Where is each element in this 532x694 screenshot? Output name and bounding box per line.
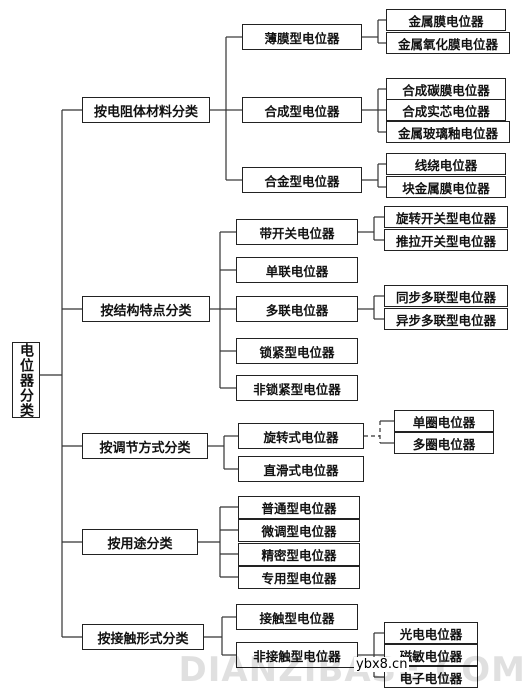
node-non-locking: 非锁紧型电位器 bbox=[236, 375, 358, 401]
group-structure: 按结构特点分类 bbox=[82, 296, 210, 322]
root-node: 电位器分类 bbox=[12, 342, 40, 418]
leaf-carbon-film: 合成碳膜电位器 bbox=[386, 78, 506, 100]
leaf-push-pull-switch: 推拉开关型电位器 bbox=[384, 229, 508, 251]
group-contact: 按接触形式分类 bbox=[82, 624, 204, 650]
leaf-metal-film: 金属膜电位器 bbox=[386, 9, 506, 31]
node-rotary: 旋转式电位器 bbox=[238, 423, 364, 449]
leaf-single-turn: 单圈电位器 bbox=[394, 410, 494, 432]
leaf-wirewound: 线绕电位器 bbox=[386, 153, 506, 175]
leaf-bulk-metal-film: 块金属膜电位器 bbox=[386, 176, 506, 198]
group-usage: 按用途分类 bbox=[82, 529, 198, 555]
leaf-photoelectric: 光电电位器 bbox=[384, 622, 478, 644]
leaf-sync-multi: 同步多联型电位器 bbox=[384, 285, 508, 307]
node-slide: 直滑式电位器 bbox=[238, 456, 364, 482]
node-non-contact: 非接触型电位器 bbox=[236, 642, 358, 668]
group-adjustment: 按调节方式分类 bbox=[82, 433, 208, 459]
watermark-site: ybx8.cn bbox=[354, 657, 410, 672]
node-alloy: 合金型电位器 bbox=[242, 167, 362, 193]
node-locking: 锁紧型电位器 bbox=[236, 338, 358, 364]
node-multi-gang: 多联电位器 bbox=[236, 296, 358, 322]
group-material: 按电阻体材料分类 bbox=[82, 97, 210, 123]
node-contact: 接触型电位器 bbox=[236, 604, 358, 630]
node-synthetic: 合成型电位器 bbox=[242, 97, 362, 123]
leaf-multi-turn: 多圈电位器 bbox=[394, 432, 494, 454]
node-thin-film: 薄膜型电位器 bbox=[242, 24, 362, 50]
node-single-gang: 单联电位器 bbox=[236, 257, 358, 283]
leaf-rotary-switch: 旋转开关型电位器 bbox=[384, 206, 508, 228]
leaf-metal-glaze: 金属玻璃釉电位器 bbox=[386, 121, 510, 143]
leaf-metal-oxide-film: 金属氧化膜电位器 bbox=[386, 32, 510, 54]
node-special: 专用型电位器 bbox=[238, 566, 360, 589]
node-with-switch: 带开关电位器 bbox=[236, 219, 358, 245]
leaf-async-multi: 异步多联型电位器 bbox=[384, 308, 508, 330]
leaf-solid-core: 合成实芯电位器 bbox=[386, 99, 506, 121]
node-trimmer: 微调型电位器 bbox=[238, 519, 360, 542]
node-precision: 精密型电位器 bbox=[238, 543, 360, 566]
node-general: 普通型电位器 bbox=[238, 496, 360, 519]
watermark-logo: DIANZIBASE.COM bbox=[178, 650, 526, 690]
